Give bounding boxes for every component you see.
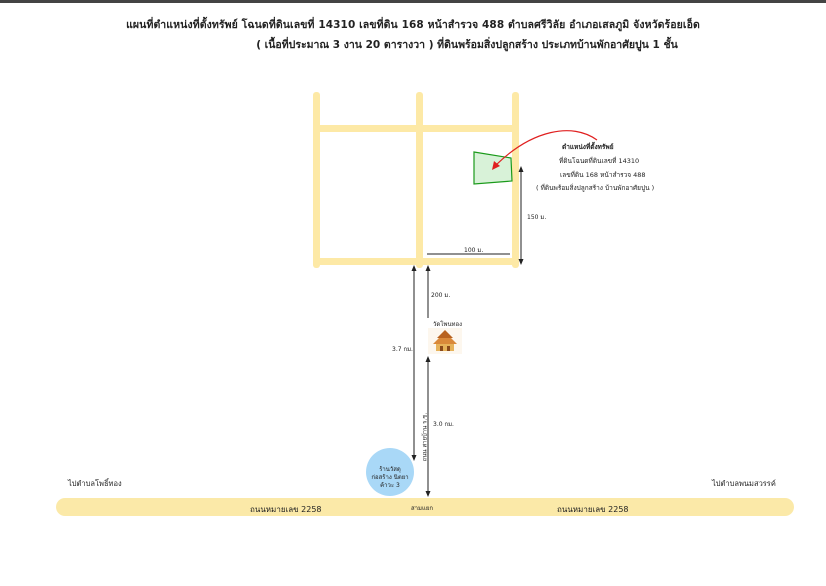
main-road-label-left: ถนนหมายเลข 2258 [250, 505, 322, 514]
road-bottom-horizontal [313, 258, 519, 265]
shop-marker [366, 448, 414, 496]
distance-200m: 200 ม. [431, 292, 451, 299]
main-road-label-right: ถนนหมายเลข 2258 [557, 505, 629, 514]
road-left-vertical [313, 92, 320, 268]
temple-label: วัดโพนทอง [433, 321, 463, 328]
map-title: แผนที่ตำแหน่งที่ตั้งทรัพย์ โฉนดที่ดินเลข… [126, 19, 700, 31]
map-subtitle: ( เนื้อที่ประมาณ 3 งาน 20 ตารางวา ) ที่ด… [256, 39, 678, 51]
pointer-arrow [495, 130, 598, 166]
distance-3-7km: 3.7 กม. [392, 346, 413, 353]
vertical-road-label: ถนน สายบ้าน ร.ช. [421, 412, 429, 462]
road-top-horizontal [313, 125, 519, 132]
direction-left: ไปตำบลโพธิ์ทอง [68, 479, 122, 488]
pointer-arrowhead [492, 161, 500, 170]
distance-3-0km: 3.0 กม. [433, 421, 454, 428]
road-right-vertical [512, 92, 519, 268]
shop-label: ร้านวัสดุก่อสร้าง นิตยาค้าวะ 3 [371, 466, 409, 489]
temple-icon [428, 328, 462, 354]
window-top-border [0, 0, 826, 3]
property-note-line1: ตำแหน่งที่ตั้งทรัพย์ [562, 143, 614, 151]
road-middle-vertical [416, 92, 423, 268]
property-note-line3: เลขที่ดิน 168 หน้าสำรวจ 488 [560, 171, 646, 179]
property-note-line2: ที่ดินโฉนดที่ดินเลขที่ 14310 [559, 157, 640, 165]
main-road [56, 498, 794, 516]
distance-100m: 100 ม. [464, 247, 484, 254]
property-note-line4: ( ที่ดินพร้อมสิ่งปลูกสร้าง บ้านพักอาศัยป… [536, 184, 655, 192]
direction-right: ไปตำบลพนมสวรรค์ [712, 479, 776, 488]
distance-150m: 150 ม. [527, 214, 547, 221]
junction-label: สามแยก [411, 505, 434, 512]
